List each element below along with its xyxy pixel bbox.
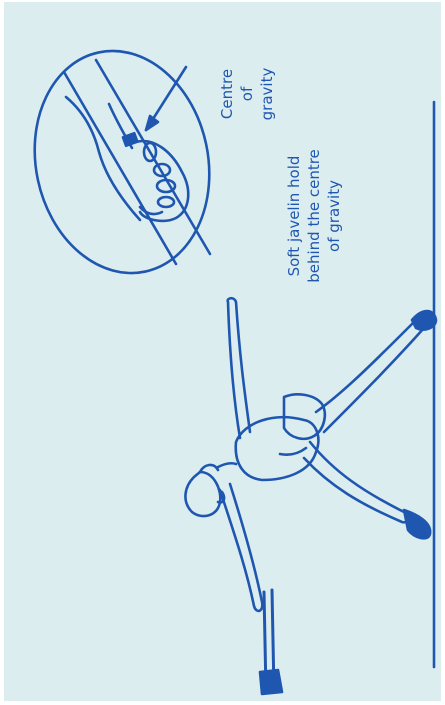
centre-of-gravity-label: Centre of gravity xyxy=(218,68,276,121)
caption-line-3: of gravity xyxy=(325,180,343,252)
athlete-figure xyxy=(185,298,436,694)
javelin-shaft-detail xyxy=(64,60,210,264)
centre-of-gravity-arrow xyxy=(146,67,186,130)
detail-ellipse xyxy=(15,35,230,290)
javelin-hold-illustration: Centre of gravity Soft javelin hold behi… xyxy=(4,2,441,701)
illustration-panel: Centre of gravity Soft javelin hold behi… xyxy=(4,2,441,701)
centre-label-line-2: of xyxy=(238,86,256,101)
centre-label-line-1: Centre xyxy=(218,69,236,119)
centre-label-line-3: gravity xyxy=(258,68,276,121)
caption-line-2: behind the centre xyxy=(305,149,323,283)
caption-label: Soft javelin hold behind the centre of g… xyxy=(285,149,343,283)
caption-line-1: Soft javelin hold xyxy=(285,156,303,277)
